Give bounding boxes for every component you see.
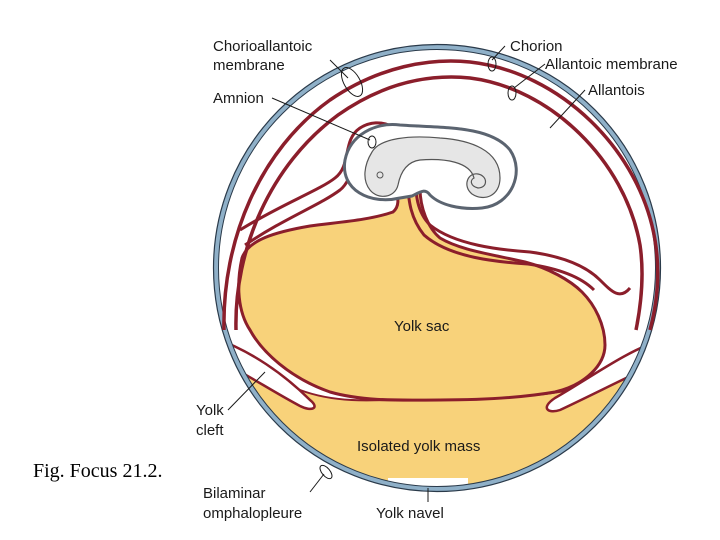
chorioallantoic-band-inner <box>234 75 644 331</box>
label-yolk-sac: Yolk sac <box>394 318 450 335</box>
yolk-cleft-right <box>545 338 660 413</box>
chorioallantoic-marker <box>340 67 364 97</box>
allantoic-marker <box>507 85 517 101</box>
leader-omphalopleure <box>309 473 325 493</box>
label-allantoic-membrane: Allantoic membrane <box>545 56 678 73</box>
chorion-inner-line <box>218 49 656 487</box>
embryo-eye <box>376 171 384 179</box>
yolk-sac-region <box>237 186 607 402</box>
embryo <box>364 136 501 199</box>
label-isolated-yolk-mass: Isolated yolk mass <box>357 438 480 455</box>
chorioallantoic-band-outer <box>222 59 660 331</box>
label-yolk-cleft-2: cleft <box>196 422 224 439</box>
leader-amnion <box>271 97 371 141</box>
leader-allantoic-membrane <box>513 63 546 89</box>
leader-chorion <box>491 45 506 61</box>
label-yolk-navel: Yolk navel <box>376 505 444 522</box>
shell-outline <box>212 43 662 493</box>
leader-chorioallantoic <box>329 59 349 79</box>
leader-yolk-cleft <box>227 371 266 411</box>
leader-allantois <box>549 89 586 129</box>
label-yolk-cleft-1: Yolk <box>196 402 224 419</box>
label-amnion: Amnion <box>213 90 264 107</box>
label-allantois: Allantois <box>588 82 645 99</box>
amnion-marker <box>367 135 377 149</box>
chorion-marker <box>487 56 497 72</box>
label-chorioallantoic-1: Chorioallantoic <box>213 38 313 55</box>
label-bilaminar-1: Bilaminar <box>203 485 266 502</box>
label-chorion: Chorion <box>510 38 563 55</box>
label-chorioallantoic-2: membrane <box>213 57 285 74</box>
figure-caption: Fig. Focus 21.2. <box>33 460 163 482</box>
label-bilaminar-2: omphalopleure <box>203 505 302 522</box>
